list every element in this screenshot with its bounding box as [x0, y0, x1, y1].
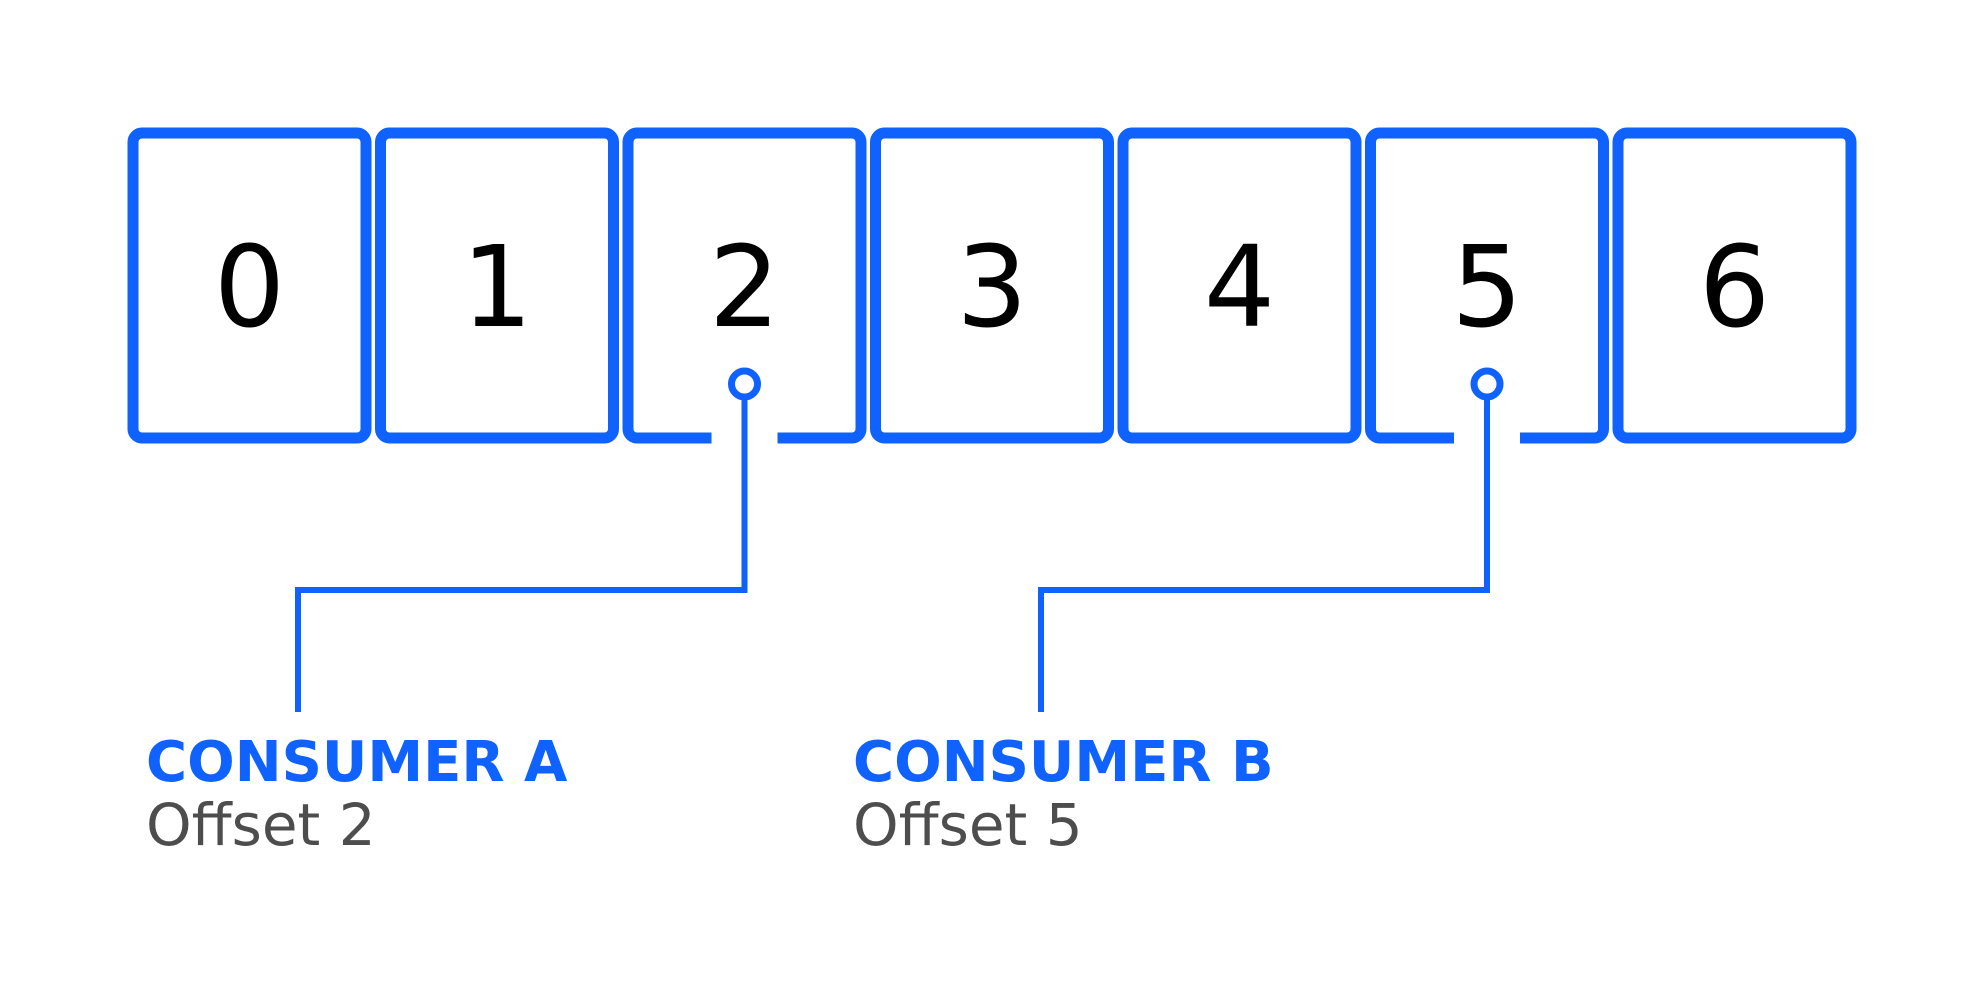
consumer-a-pointer-dot: [728, 367, 761, 401]
consumer-a-connector: [295, 394, 748, 712]
consumer-b-pointer-dot: [1470, 367, 1504, 401]
consumer-a-offset: Offset 2: [146, 791, 376, 859]
consumer-b-connector: [1038, 394, 1490, 712]
log-cell-1: [375, 127, 619, 444]
log-cell-3-label: 3: [956, 223, 1027, 353]
log-cell-0-label: 0: [214, 223, 285, 353]
log-cell-1-label: 1: [461, 223, 532, 353]
consumer-labels: CONSUMER A Offset 2 CONSUMER B Offset 5: [146, 730, 1274, 859]
consumer-b-name: CONSUMER B: [853, 730, 1274, 795]
log-cells: 0 1 2 3 4 5 6: [127, 127, 1857, 444]
log-cell-5-label: 5: [1451, 223, 1522, 353]
log-cell-6-label: 6: [1699, 223, 1770, 353]
log-cell-4-label: 4: [1204, 223, 1275, 353]
consumer-pointers: [295, 367, 1520, 712]
log-cell-2-label: 2: [709, 223, 780, 353]
log-cell-0: [127, 127, 372, 444]
log-cell-4: [1117, 127, 1362, 444]
log-cell-3: [870, 127, 1114, 444]
consumer-b-offset: Offset 5: [853, 791, 1083, 859]
consumer-a-name: CONSUMER A: [146, 730, 568, 795]
log-cell-6: [1612, 127, 1857, 444]
